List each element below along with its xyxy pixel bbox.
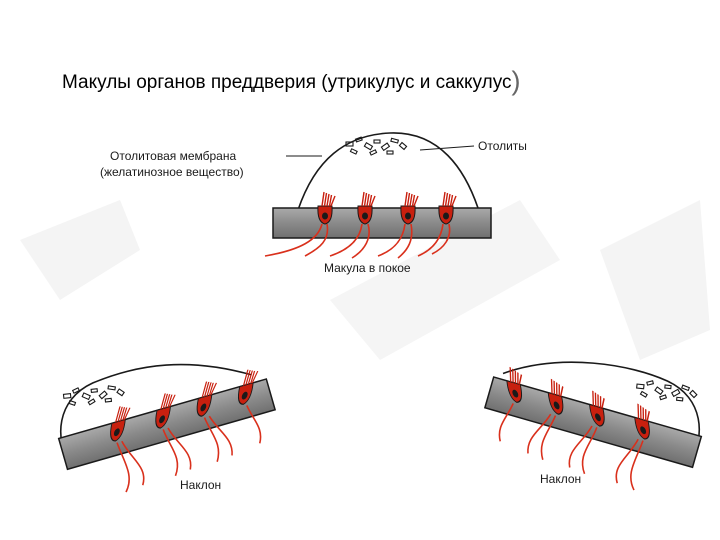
macula-base — [273, 208, 491, 238]
otoliths-label: Отолиты — [478, 139, 527, 153]
otoliths-leader — [420, 146, 474, 150]
tilt-label-right: Наклон — [540, 472, 581, 486]
macula-rest-label: Макула в покое — [324, 261, 411, 275]
macula-tilt-left — [46, 335, 286, 506]
macula-at-rest: Отолитовая мембрана (желатинозное вещест… — [100, 133, 527, 275]
macula-tilt-right — [474, 331, 714, 504]
otoliths-left — [63, 383, 125, 407]
membrane-label-line1: Отолитовая мембрана — [110, 149, 236, 163]
otoliths-right — [636, 379, 698, 403]
membrane-label-line2: (желатинозное вещество) — [100, 165, 244, 179]
tilt-label-left: Наклон — [180, 478, 221, 492]
